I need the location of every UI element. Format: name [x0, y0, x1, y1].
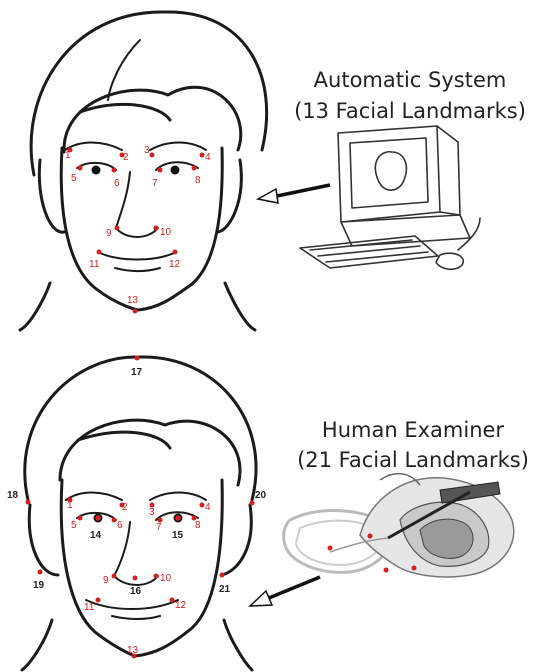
hand-drawing-icon — [284, 474, 514, 577]
caption-top-line1: Automatic System — [314, 68, 507, 92]
caption-bottom-line2: (21 Facial Landmarks) — [297, 448, 529, 472]
arrow-bottom — [250, 577, 320, 606]
landmark-label: 10 — [160, 227, 172, 238]
landmark-label: 6 — [114, 178, 120, 189]
landmark-label: 2 — [122, 502, 128, 513]
landmark-label: 21 — [219, 584, 231, 595]
landmark-label: 3 — [144, 145, 150, 156]
landmark-label: 19 — [33, 580, 45, 591]
landmark-label: 10 — [160, 573, 172, 584]
landmark-label: 5 — [71, 173, 77, 184]
landmark-label: 14 — [90, 530, 102, 541]
landmark-label: 15 — [172, 530, 184, 541]
landmark-label: 4 — [205, 152, 211, 163]
landmark-label: 12 — [169, 259, 181, 270]
face-top — [20, 12, 267, 330]
landmark-label: 11 — [84, 602, 95, 613]
landmark-label: 13 — [127, 295, 139, 306]
landmark-label: 16 — [130, 586, 142, 597]
landmark-label: 7 — [152, 178, 158, 189]
landmark-label: 17 — [131, 367, 143, 378]
landmark-label: 9 — [106, 228, 112, 239]
caption-top-line2: (13 Facial Landmarks) — [294, 99, 526, 123]
landmark-label: 13 — [127, 645, 139, 656]
landmark-label: 11 — [89, 259, 100, 270]
landmark-label: 20 — [255, 490, 267, 501]
landmarks-top: 1 2 3 4 5 6 7 8 9 10 11 12 13 — [65, 145, 211, 314]
landmark-label: 18 — [7, 490, 19, 501]
computer-icon — [300, 126, 480, 269]
landmark-label: 3 — [149, 507, 155, 518]
landmark-label: 4 — [205, 502, 211, 513]
landmark-label: 8 — [195, 175, 201, 186]
landmark-label: 8 — [195, 520, 201, 531]
face-bottom — [22, 357, 256, 670]
landmark-label: 1 — [65, 150, 71, 161]
landmark-label: 2 — [123, 152, 129, 163]
landmark-label: 9 — [103, 575, 109, 586]
landmark-label: 6 — [117, 520, 123, 531]
landmark-label: 12 — [175, 600, 187, 611]
caption-bottom-line1: Human Examiner — [322, 418, 504, 442]
arrow-top — [258, 185, 330, 203]
landmark-label: 7 — [156, 522, 162, 533]
landmark-label: 1 — [67, 500, 73, 511]
landmarks-bottom: 1 2 3 4 5 6 7 8 9 10 11 12 13 14 15 16 1… — [7, 356, 267, 659]
landmark-label: 5 — [71, 520, 77, 531]
